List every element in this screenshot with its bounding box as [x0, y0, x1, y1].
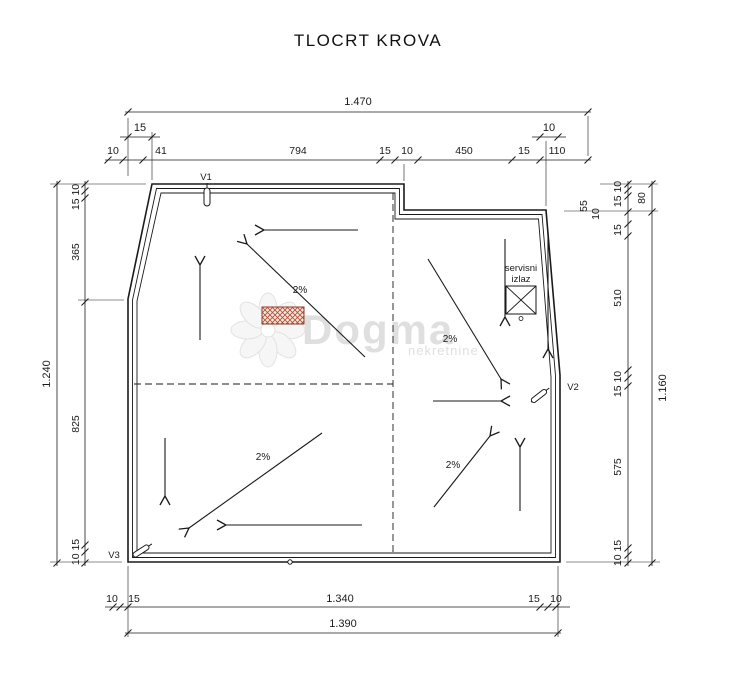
slope-label-top-right: 2%: [443, 334, 458, 345]
slope-label-bottom-right: 2%: [446, 460, 461, 471]
watermark-flower-icon: [230, 292, 306, 368]
extension-lines: [50, 116, 660, 637]
dim-label-right-chain-3: 15 10: [612, 371, 624, 397]
dim-label-right-chain-1: 15: [612, 224, 624, 236]
dim-label-top-chain-7: 110: [549, 145, 566, 157]
dim-label-top-sub-left: 15: [134, 122, 146, 134]
drain-label-v3: V3: [108, 550, 120, 561]
dim-label-top-chain-3: 15: [379, 145, 391, 157]
dim-label-bottom-chain-4: 10: [550, 593, 562, 605]
dim-label-top-chain-0: 10: [107, 145, 119, 157]
drain-label-v1: V1: [200, 172, 212, 183]
extension-lines-left: [50, 183, 146, 563]
dim-label-bottom-chain-3: 15: [528, 593, 540, 605]
dim-label-top-total: 1.470: [344, 96, 372, 108]
dim-label-bottom-chain-2: 1.340: [326, 593, 354, 605]
dim-label-right-chain-2: 510: [612, 289, 624, 307]
drain-pin-body: [530, 388, 548, 404]
watermark: Dogma nekretnine: [230, 292, 479, 368]
roof-outline-inner: [136, 192, 552, 554]
dim-label-top-chain-2: 794: [289, 145, 307, 157]
dimension-lines: [56, 111, 653, 634]
slope-arrow: [433, 425, 500, 508]
dim-label-right-total: 1.160: [657, 374, 669, 402]
extension-lines-right: [564, 183, 660, 563]
extension-lines-top: [127, 116, 589, 206]
service-exit-label-1: servisni: [505, 263, 537, 274]
watermark-flower-center: [260, 322, 276, 338]
slope-arrow: [427, 258, 511, 390]
drain-pin-body: [203, 187, 211, 207]
drain-pin-v1: [203, 183, 211, 207]
edge-drain-dot: [287, 559, 293, 565]
dim-label-left-chain-1: 365: [70, 243, 82, 261]
service-exit-cross: [505, 285, 537, 315]
roof-outline-middle: [132, 188, 556, 558]
ticks-bottom-chain: [109, 603, 560, 611]
dim-label-right-diag-a: 55: [578, 200, 590, 212]
dim-label-left-chain-2: 825: [70, 415, 82, 433]
dim-label-top-sub-right: 10: [543, 122, 555, 134]
ticks-left-total: [53, 180, 61, 567]
page-title: TLOCRT KROVA: [294, 31, 442, 50]
chimney-hatch: [261, 306, 305, 325]
ticks-top-total: [124, 108, 592, 116]
dim-label-left-chain-3: 10 15: [70, 539, 82, 565]
dim-label-left-chain-0: 15 10: [70, 184, 82, 210]
dimension-ticks: [53, 108, 656, 637]
dim-label-left-total: 1.240: [41, 360, 53, 388]
ticks-bottom-total: [124, 629, 562, 637]
service-exit-label-2: izlaz: [511, 274, 530, 285]
drain-pin-v3: [132, 543, 153, 558]
dim-label-top-chain-4: 10: [401, 145, 413, 157]
ticks-top-sub: [124, 133, 562, 141]
slope-arrows: [159, 224, 554, 538]
roof-outline-group: [127, 183, 561, 563]
dim-label-right-chain-0: 15 10: [612, 181, 624, 207]
chimney: [261, 306, 305, 325]
dim-label-bottom-chain-1: 15: [128, 593, 140, 605]
slope-arrow: [236, 233, 366, 358]
watermark-brand: Dogma: [302, 306, 454, 353]
drain-label-v2: V2: [567, 382, 579, 393]
dim-label-top-chain-1: 41: [155, 145, 167, 157]
dim-label-right-chain-5: 10 15: [612, 540, 624, 566]
watermark-sub: nekretnine: [408, 343, 479, 358]
service-exit-drain-dot: [518, 316, 524, 321]
dim-label-right-chain-4: 575: [612, 458, 624, 476]
roof-drains: [132, 183, 550, 565]
dim-label-top-chain-5: 450: [455, 145, 473, 157]
ticks-left-chain: [81, 180, 89, 567]
slope-arrow: [178, 432, 323, 538]
dim-label-right-diag-b: 10: [590, 208, 602, 220]
ticks-top-chain: [104, 156, 592, 164]
dim-label-bottom-total: 1.390: [329, 618, 357, 630]
slope-label-top-left: 2%: [293, 285, 308, 296]
roof-outline-outer: [127, 183, 561, 563]
extension-lines-bottom: [127, 566, 559, 637]
dim-label-right-step: 80: [636, 192, 648, 204]
ticks-right-total: [648, 180, 656, 567]
dim-label-top-chain-6: 15: [518, 145, 530, 157]
dim-label-bottom-chain-0: 10: [106, 593, 118, 605]
drain-pin-body: [132, 544, 150, 558]
slope-label-bottom-left: 2%: [256, 452, 271, 463]
service-exit: servisni izlaz: [505, 263, 537, 321]
ridge-lines: [134, 193, 394, 556]
drain-pin-v2: [530, 387, 550, 404]
ticks-right-chain: [624, 180, 632, 567]
